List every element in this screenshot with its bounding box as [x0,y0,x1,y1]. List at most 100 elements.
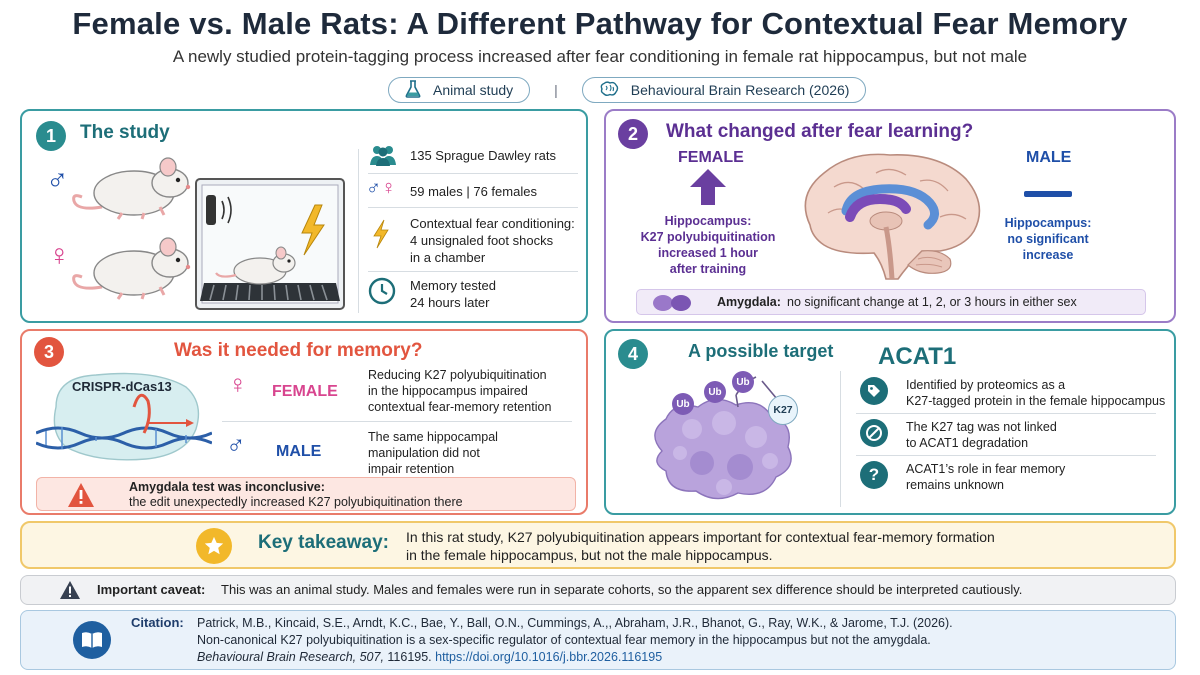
question-icon: ? [860,461,888,489]
male-result-line: Hippocampus: [1004,216,1092,230]
star-icon [196,528,232,564]
brain-icon [599,80,619,100]
female-finding-line: contextual fear-memory retention [368,400,552,414]
panel-number: 3 [34,337,64,367]
ubiquitin-marker: Ub [732,371,754,393]
row-divider [856,413,1156,414]
k27-marker: K27 [768,395,798,425]
amygdala-icon [651,293,693,318]
important-caveat: Important caveat: This was an animal stu… [20,575,1176,605]
citation-label: Citation: [131,615,184,630]
page-subtitle: A newly studied protein-tagging process … [172,47,1028,66]
citation: Citation: Patrick, M.B., Kincaid, S.E., … [20,610,1176,670]
row-divider [368,173,578,174]
takeaway-text: In this rat study, K27 polyubiquitinatio… [406,528,995,564]
key-takeaway: Key takeaway: In this rat study, K27 pol… [20,521,1176,569]
tag-animal-study-label: Animal study [433,82,514,98]
male-finding-line: manipulation did not [368,446,480,460]
amygdala-warning: Amygdala test was inconclusive: the edit… [36,477,576,511]
study-row-conditioning-3: in a chamber [410,250,486,265]
crispr-dcas13-illustration [36,372,212,461]
brain-illustration [804,153,981,280]
panel-what-changed: 2 What changed after fear learning? FEMA… [604,109,1176,323]
amygdala-text: no significant change at 1, 2, or 3 hour… [787,295,1077,309]
panel-number: 1 [36,121,66,151]
female-result-line: Hippocampus: [664,214,752,228]
male-rat-illustration [72,157,191,220]
row-divider [368,271,578,272]
tag-icon [860,377,888,405]
study-row-sexes: 59 males | 76 females [410,184,537,199]
prohibited-icon [860,419,888,447]
fear-conditioning-chamber [195,178,345,310]
female-result: Hippocampus: K27 polyubiquitination incr… [620,213,796,277]
tag-journal-label: Behavioural Brain Research (2026) [630,82,850,98]
warning-icon [59,580,81,605]
female-finding-line: Reducing K27 polyubiquitination [368,368,547,382]
warning-title: Amygdala test was inconclusive: [129,480,325,494]
female-label: FEMALE [678,149,744,166]
increase-arrow-icon [690,169,726,205]
study-row-conditioning-1: Contextual fear conditioning: [410,216,575,231]
female-finding-line: in the hippocampus impaired [368,384,528,398]
book-icon [73,621,111,659]
panel-target: 4 A possible target ACAT1 Ub Ub Ub K27 I… [604,329,1176,515]
tag-separator: | [554,82,558,98]
target-divider [840,371,841,507]
female-symbol: ♀ [48,239,71,272]
caveat-label: Important caveat: [97,582,206,597]
panel-title: A possible target [688,341,834,361]
caveat-text: This was an animal study. Males and fema… [221,582,1023,597]
male-result-line: no significant [1007,232,1089,246]
study-row-conditioning-2: 4 unsignaled foot shocks [410,233,554,248]
female-finding: Reducing K27 polyubiquitination in the h… [368,367,551,415]
citation-journal: Behavioural Brain Research, 507, [197,650,384,664]
row-divider [368,207,578,208]
citation-source: Behavioural Brain Research, 507, 116195.… [197,649,953,666]
amygdala-note: Amygdala: no significant change at 1, 2,… [636,289,1146,315]
page-title: Female vs. Male Rats: A Different Pathwa… [72,6,1128,41]
panel-number: 2 [618,119,648,149]
female-result-line: after training [669,262,747,276]
row-divider [856,455,1156,456]
protein-name: ACAT1 [878,343,957,370]
citation-title: Non-canonical K27 polyubiquitination is … [197,633,931,647]
citation-text: Patrick, M.B., Kincaid, S.E., Arndt, K.C… [197,615,953,666]
citation-article: 116195. [383,650,436,664]
panel-needed: 3 Was it needed for memory? CRISPR-dCas1… [20,329,588,515]
study-row-sample: 135 Sprague Dawley rats [410,148,556,163]
flask-icon [405,79,421,101]
takeaway-line: in the female hippocampus, but not the m… [406,547,773,563]
citation-authors: Patrick, M.B., Kincaid, S.E., Arndt, K.C… [197,616,953,630]
group-icon [368,143,398,172]
target-point: The K27 tag was not linked to ACAT1 degr… [906,419,1057,451]
tag-row: Animal study | Behavioural Brain Researc… [388,77,867,103]
sex-symbols-icon: ♂♀ [366,177,396,199]
target-point: Identified by proteomics as a K27-tagged… [906,377,1165,409]
target-point-line: to ACAT1 degradation [906,436,1029,450]
male-result: Hippocampus: no significant increase [986,215,1110,263]
amygdala-label: Amygdala: [717,295,781,309]
citation-doi-link[interactable]: https://doi.org/10.1016/j.bbr.2026.11619… [435,650,663,664]
ubiquitin-marker: Ub [704,381,726,403]
female-result-line: increased 1 hour [657,246,759,260]
panel-number: 4 [618,339,648,369]
study-row-memory-1: Memory tested [410,278,496,293]
male-label: MALE [1026,149,1072,166]
panel-study: 1 The study ♂ ♀ [20,109,588,323]
tag-journal: Behavioural Brain Research (2026) [581,77,867,103]
male-symbol: ♂ [46,163,69,196]
clock-icon [368,277,396,310]
male-label: MALE [276,443,322,460]
target-point-line: ACAT1’s role in fear memory [906,462,1066,476]
tag-animal-study: Animal study [388,77,531,103]
panel-title: What changed after fear learning? [666,121,974,142]
takeaway-line: In this rat study, K27 polyubiquitinatio… [406,529,995,545]
panel-title: The study [80,122,170,143]
male-finding: The same hippocampal manipulation did no… [368,429,498,477]
study-divider [358,149,359,313]
ubiquitin-marker: Ub [672,393,694,415]
warning-text: the edit unexpectedly increased K27 poly… [129,495,463,509]
study-row-memory-2: 24 hours later [410,295,490,310]
crispr-label: CRISPR-dCas13 [72,379,172,394]
